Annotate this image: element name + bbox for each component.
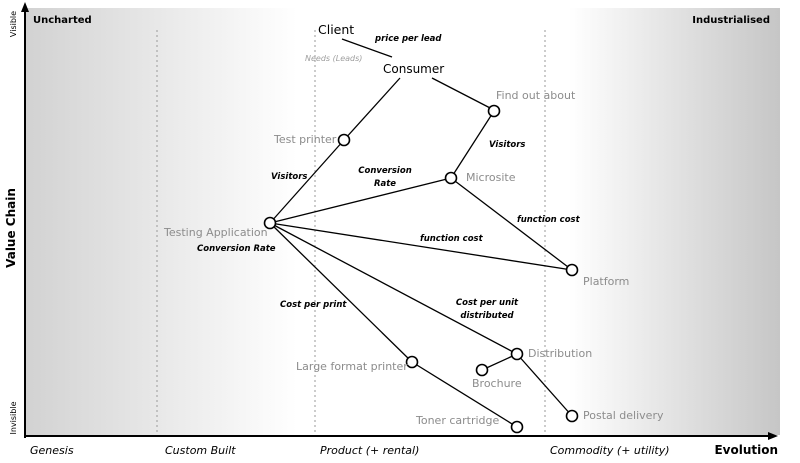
- corner-label-right: Industrialised: [692, 15, 770, 26]
- component-label-brochure: Brochure: [472, 377, 522, 390]
- y-axis-arrow: [21, 2, 29, 12]
- component-label-platform: Platform: [583, 275, 629, 288]
- link-testingapp-distribution: [269, 222, 518, 355]
- stage-commodity: Commodity (+ utility): [550, 444, 670, 457]
- link-distribution-brochure: [481, 353, 518, 371]
- annotation-price-per-lead: price per lead: [374, 34, 442, 44]
- component-label-testprinter: Test printer: [273, 133, 337, 146]
- component-label-largeprinter: Large format printer: [296, 360, 408, 373]
- annotation-cost-per-print: Cost per print: [280, 300, 347, 310]
- x-axis-arrow: [768, 432, 778, 440]
- component-label-client: Client: [318, 22, 354, 37]
- annotation-cost-per-unit: Cost per unit: [456, 298, 519, 308]
- corner-label-left: Uncharted: [33, 15, 92, 26]
- link-client-consumer: [341, 38, 393, 58]
- link-findout-microsite: [450, 110, 495, 179]
- component-label-toner: Toner cartridge: [415, 414, 500, 427]
- stage-product: Product (+ rental): [320, 444, 419, 457]
- stage-genesis: Genesis: [30, 444, 74, 457]
- y-axis-label: Value Chain: [4, 188, 18, 268]
- link-microsite-testingapp: [269, 177, 452, 224]
- component-label-postal: Postal delivery: [583, 409, 664, 422]
- link-consumer-findout: [431, 77, 495, 111]
- annotation-conversion-rate-top: Conversion: [358, 166, 412, 176]
- component-label-testingapp: Testing Application: [163, 226, 268, 239]
- y-axis-top-label: Visible: [9, 11, 18, 37]
- annotation-visitors-left: Visitors: [271, 172, 307, 182]
- annotation-function-cost-right: function cost: [517, 215, 581, 225]
- node-platform: [565, 263, 579, 277]
- link-consumer-testprinter: [343, 77, 401, 141]
- link-testprinter-testingapp: [269, 139, 345, 224]
- y-axis-bottom-label: Invisible: [9, 401, 18, 434]
- annotation-function-cost-middle: function cost: [420, 234, 484, 244]
- component-label-consumer: Consumer: [383, 62, 444, 76]
- node-toner: [510, 420, 524, 434]
- node-brochure: [475, 363, 489, 377]
- x-axis-label: Evolution: [714, 443, 778, 457]
- stage-custom-built: Custom Built: [165, 444, 236, 457]
- annotation-cost-per-unit-2: distributed: [460, 311, 514, 321]
- component-label-distribution: Distribution: [528, 347, 592, 360]
- node-distribution: [510, 347, 524, 361]
- annotation-needs-leads: Needs (Leads): [305, 54, 362, 63]
- node-testingapp: [263, 216, 277, 230]
- annotation-visitors-right: Visitors: [489, 140, 525, 150]
- link-distribution-postal: [516, 353, 573, 417]
- annotation-conversion-rate-left: Conversion Rate: [197, 244, 276, 254]
- component-label-microsite: Microsite: [466, 171, 516, 184]
- component-label-findout: Find out about: [496, 89, 576, 102]
- link-testingapp-platform: [269, 222, 573, 271]
- node-postal: [565, 409, 579, 423]
- node-findout: [487, 104, 501, 118]
- annotation-conversion-rate-top-2: Rate: [374, 179, 396, 189]
- node-largeprinter: [405, 355, 419, 369]
- map-background: [25, 8, 780, 435]
- nodes: [263, 104, 579, 434]
- node-microsite: [444, 171, 458, 185]
- link-testingapp-largeprinter: [269, 222, 413, 363]
- link-largeprinter-toner: [411, 361, 518, 428]
- connections: [269, 38, 573, 428]
- node-testprinter: [337, 133, 351, 147]
- link-microsite-platform: [450, 177, 573, 271]
